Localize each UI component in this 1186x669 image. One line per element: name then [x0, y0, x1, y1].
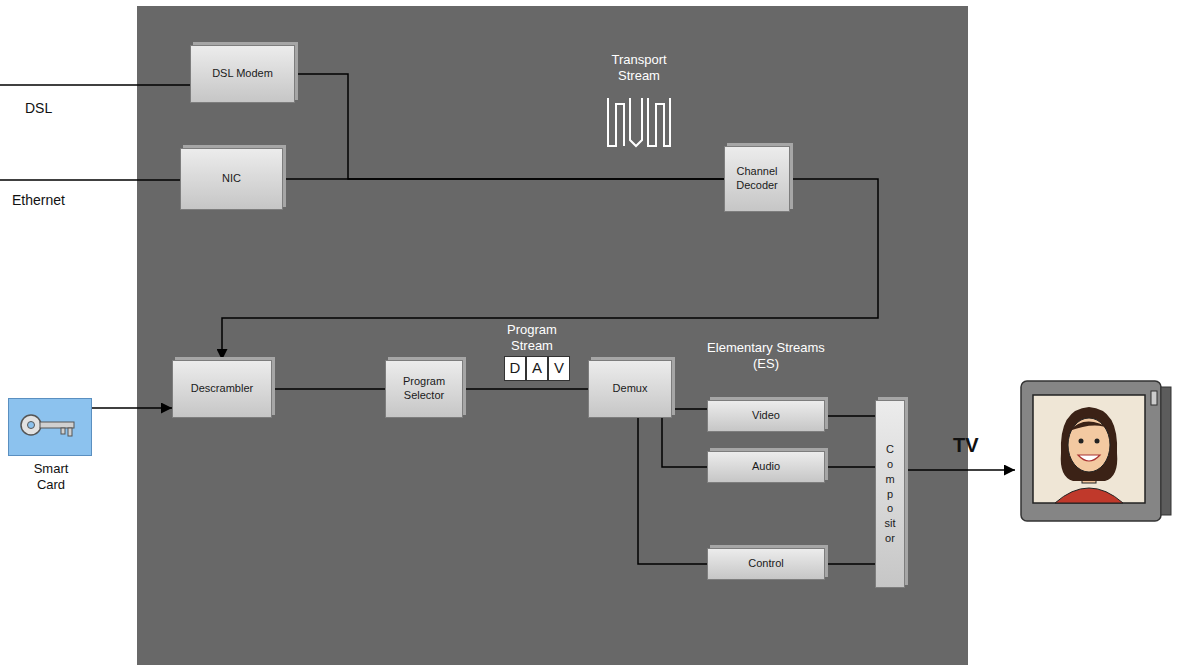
stream-cell: A	[526, 356, 548, 381]
node-label: Smart Card	[25, 461, 77, 494]
signal-name: DSL	[25, 100, 85, 117]
stream-label: Transport Stream	[599, 52, 679, 83]
node-label: Compositor	[885, 442, 896, 546]
connector	[295, 74, 724, 179]
connector	[825, 415, 875, 417]
connector	[662, 418, 707, 467]
housing-panel	[137, 6, 968, 665]
node-label: A	[532, 359, 542, 378]
connector	[825, 563, 875, 565]
process-box: Channel Decoder	[724, 146, 790, 212]
node-label: Control	[748, 557, 783, 571]
stream-label: Elementary Streams (ES)	[706, 340, 826, 371]
process-box: DSL Modem	[190, 45, 295, 103]
node-label: DSL Modem	[212, 67, 273, 81]
connector	[905, 469, 1015, 471]
process-box: NIC	[180, 148, 283, 210]
node-label: Descrambler	[191, 382, 253, 396]
key-icon	[9, 399, 93, 457]
node-label: V	[554, 359, 564, 378]
compositor-box: Compositor	[875, 400, 905, 588]
node-label: Program Selector	[386, 375, 462, 403]
stream-cell: D	[504, 356, 526, 381]
connector	[672, 408, 707, 410]
smart-card: Smart Card	[8, 398, 92, 456]
stream-box: Audio	[707, 451, 825, 483]
signal-name: Ethernet	[12, 192, 102, 209]
stream-label: Program Stream	[497, 322, 567, 353]
connector	[825, 466, 875, 468]
stream-box: Control	[707, 548, 825, 580]
ethernet-wire	[0, 179, 180, 181]
process-box: Demux	[588, 360, 672, 418]
dsl-wire	[0, 84, 190, 86]
stream-cell: V	[548, 356, 570, 381]
connector	[283, 178, 724, 180]
process-box: Descrambler	[172, 360, 272, 418]
tv-set: TV	[1015, 373, 1175, 533]
tv-illustration	[1015, 373, 1175, 533]
connector	[272, 388, 385, 390]
node-label: D	[510, 359, 521, 378]
stream-box: Video	[707, 400, 825, 432]
process-box: Program Selector	[385, 360, 463, 418]
node-label: NIC	[222, 172, 241, 186]
node-label: TV	[953, 433, 979, 458]
transport-stream-icon	[608, 98, 670, 146]
connector	[638, 418, 707, 564]
node-label: Demux	[613, 382, 648, 396]
node-label: Channel Decoder	[725, 165, 789, 193]
node-label: Audio	[752, 460, 780, 474]
node-label: Video	[752, 409, 780, 423]
connector	[463, 388, 588, 390]
connector	[92, 407, 172, 409]
